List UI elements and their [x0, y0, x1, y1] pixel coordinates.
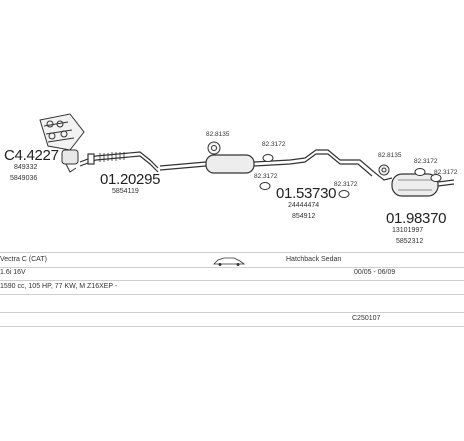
- hanger-c: [338, 190, 350, 198]
- info-row-empty: [0, 294, 464, 313]
- clamp-b-part-number[interactable]: 82.8135: [378, 152, 402, 159]
- hanger-b-part-number[interactable]: 82.3172: [254, 173, 278, 180]
- hanger-d: [414, 168, 426, 176]
- engine-text: 1.6i 16V: [0, 269, 26, 276]
- manifold-ref-2: 5849036: [10, 175, 38, 182]
- hanger-a-part-number[interactable]: 82.3172: [262, 141, 286, 148]
- exhaust-system-diagram: [39, 113, 455, 198]
- info-row-code: C250107: [0, 312, 464, 327]
- hanger-c-part-number[interactable]: 82.3172: [334, 181, 358, 188]
- hanger-e-part-number[interactable]: 82.3172: [434, 169, 458, 176]
- manifold-part-number[interactable]: C4.4227: [4, 147, 59, 164]
- manifold-ref-1: 849332: [14, 164, 38, 171]
- clamp-a: [207, 141, 221, 155]
- info-row-engine: 1.6i 16V 00/05 - 06/09: [0, 266, 464, 281]
- middle-ref-1: 24444474: [288, 202, 320, 209]
- hanger-d-part-number[interactable]: 82.3172: [414, 158, 438, 165]
- hanger-a: [262, 154, 274, 162]
- middle-section: [159, 149, 375, 177]
- years-text: 00/05 - 06/09: [354, 269, 396, 276]
- hanger-b: [259, 182, 271, 190]
- clamp-b: [378, 164, 390, 176]
- exhaust-manifold: [39, 113, 85, 173]
- front-pipe-part-number[interactable]: 01.20295: [100, 171, 161, 188]
- front-pipe: [79, 151, 159, 173]
- car-body-icon: [213, 257, 246, 266]
- spec-text: 1590 cc, 105 HP, 77 KW, M Z16XEP -: [0, 283, 118, 290]
- model-text: Vectra C (CAT): [0, 256, 47, 263]
- rear-ref-2: 5852312: [396, 238, 424, 245]
- middle-ref-2: 854912: [292, 213, 316, 220]
- body-text: Hatchback Sedan: [286, 256, 342, 263]
- front-pipe-ref-1: 5854119: [112, 188, 139, 195]
- rear-silencer: [373, 171, 455, 197]
- clamp-a-part-number[interactable]: 82.8135: [206, 131, 230, 138]
- code-text: C250107: [352, 315, 381, 322]
- hanger-e: [430, 174, 442, 182]
- info-row-model: Vectra C (CAT) Hatchback Sedan: [0, 252, 464, 268]
- rear-part-number[interactable]: 01.98370: [386, 210, 447, 227]
- info-row-spec: 1590 cc, 105 HP, 77 KW, M Z16XEP -: [0, 280, 464, 295]
- middle-part-number[interactable]: 01.53730: [276, 185, 337, 202]
- rear-ref-1: 13101997: [392, 227, 424, 234]
